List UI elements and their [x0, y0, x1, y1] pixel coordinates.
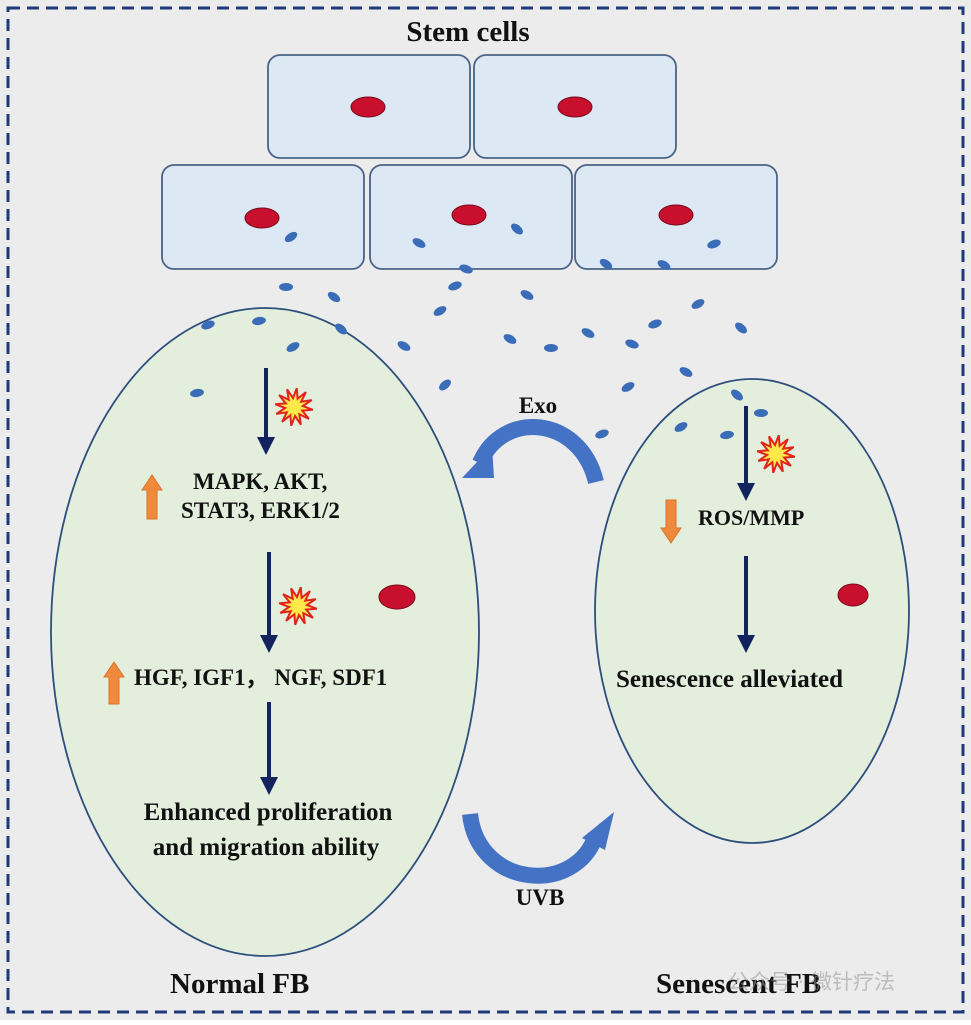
exosome-vesicle: [520, 290, 534, 300]
exo-label: Exo: [518, 393, 558, 418]
up-arrow-icon: [103, 661, 125, 705]
senescent-marker: ROS/MMP: [698, 505, 805, 530]
watermark: 公众号 · 微针疗法: [728, 970, 896, 994]
exosome-vesicle: [691, 299, 705, 309]
exosome-vesicle: [284, 231, 298, 243]
exosome-vesicle: [674, 422, 688, 432]
nucleus: [451, 204, 487, 226]
normal-pathway-line2: STAT3, ERK1/2: [181, 498, 340, 523]
exosome-vesicle: [707, 239, 721, 249]
normal-fb-nucleus: [378, 584, 416, 610]
exosome-vesicle: [657, 260, 671, 270]
exosome-vesicle: [511, 223, 523, 235]
nucleus: [244, 207, 280, 229]
normal-outcome-line2: and migration ability: [152, 834, 380, 861]
normal-pathway-line1: MAPK, AKT,: [193, 469, 328, 494]
nucleus: [557, 96, 593, 118]
normal-factors: HGF, IGF1， NGF, SDF1: [134, 665, 388, 690]
exosome-vesicle: [190, 388, 204, 398]
exosome-vesicle: [412, 238, 426, 248]
exo-curved-arrow: [472, 419, 604, 485]
exosome-vesicle: [252, 316, 266, 326]
exo-curved-arrow-head: [462, 446, 494, 478]
senescent-outcome: Senescence alleviated: [616, 666, 844, 693]
exosome-vesicle: [459, 264, 473, 274]
exosome-vesicle: [621, 382, 635, 392]
nucleus: [350, 96, 386, 118]
burst-icon: [278, 586, 318, 626]
uvb-curved-arrow-head: [582, 812, 614, 850]
exosome-vesicle: [201, 320, 215, 330]
senescent-fb-nucleus: [837, 583, 869, 607]
exosome-vesicles: [190, 223, 768, 440]
down-arrow-icon: [660, 499, 682, 544]
burst-icon: [756, 434, 796, 474]
normal-fb-cell: [50, 307, 480, 957]
exosome-vesicle: [286, 342, 300, 352]
exosome-vesicle: [648, 319, 662, 329]
exosome-vesicle: [720, 430, 734, 440]
nucleus: [658, 204, 694, 226]
burst-icon: [274, 387, 314, 427]
exosome-vesicle: [327, 291, 341, 303]
uvb-label: UVB: [515, 885, 565, 910]
diagram-title: Stem cells: [406, 16, 530, 48]
exosome-vesicle: [625, 339, 639, 349]
exosome-vesicle: [679, 367, 693, 377]
dashed-frame: [6, 6, 965, 1014]
exosome-vesicle: [448, 281, 462, 291]
exosome-vesicle: [335, 323, 347, 335]
senescent-fb-cell: [594, 378, 910, 844]
exosome-vesicle: [439, 379, 451, 391]
up-arrow-icon: [141, 474, 163, 520]
exosome-vesicle: [503, 334, 517, 344]
senescent-fb-caption: Senescent FB: [656, 968, 822, 1000]
uvb-curved-arrow: [462, 812, 604, 884]
normal-outcome-line1: Enhanced proliferation: [143, 799, 393, 826]
exosome-vesicle: [731, 389, 743, 401]
exosome-vesicle: [581, 328, 595, 338]
exosome-vesicle: [544, 344, 558, 352]
exosome-vesicle: [599, 258, 613, 270]
exosome-vesicle: [397, 341, 411, 351]
normal-fb-caption: Normal FB: [170, 968, 310, 1000]
exosome-vesicle: [735, 322, 747, 334]
exosome-vesicle: [754, 409, 768, 417]
exosome-vesicle: [279, 283, 293, 291]
exosome-vesicle: [595, 429, 609, 439]
exosome-vesicle: [433, 306, 447, 316]
activation-bursts: [274, 387, 796, 626]
